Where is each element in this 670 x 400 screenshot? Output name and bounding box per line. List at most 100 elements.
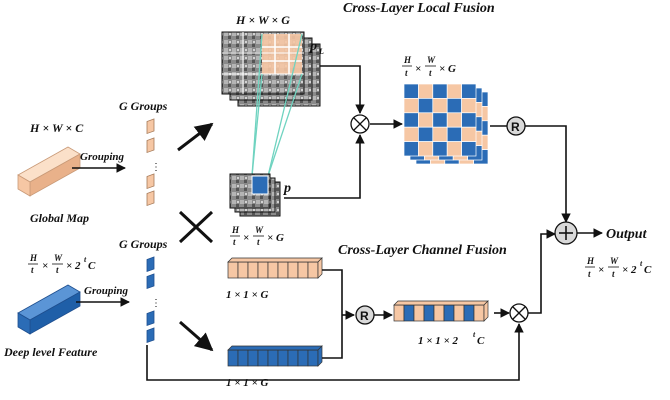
- channel-vector-merged: [393, 300, 489, 322]
- vec-bottom-cell: [307, 349, 319, 367]
- vec-bottom-cell: [277, 349, 289, 367]
- checker-cell: [432, 126, 448, 142]
- vec-merged-cell-side: [483, 300, 489, 322]
- channel-vector-top: [227, 257, 323, 279]
- vec-merged-cell: [433, 304, 445, 322]
- arrow-pl-to-multiply: [320, 65, 365, 114]
- svg-text:×: ×: [415, 63, 421, 75]
- checker-cell: [446, 126, 462, 142]
- checker-cell: [432, 112, 448, 128]
- vec-bottom-dim: 1 × 1 × G: [226, 377, 269, 389]
- vec-top-cell: [307, 261, 319, 279]
- vec-top-cell: [247, 261, 259, 279]
- svg-text:H: H: [586, 256, 595, 266]
- svg-text:L: L: [318, 47, 324, 56]
- small-feature-stack: [229, 173, 281, 217]
- output-label: Output: [606, 227, 648, 242]
- deep-feature-dim-label: H t × W t × 2 t C: [28, 253, 96, 275]
- vec-top-cell-side: [317, 257, 323, 279]
- vec-top-cell: [267, 261, 279, 279]
- checker-cell: [418, 83, 434, 99]
- vec-bottom-cell: [297, 349, 309, 367]
- vec-merged-cell: [473, 304, 485, 322]
- grouping-label-bottom: Grouping: [84, 285, 129, 297]
- svg-text:H: H: [403, 55, 412, 65]
- svg-text:R: R: [511, 120, 520, 134]
- svg-text:t: t: [473, 330, 476, 339]
- vec-merged-cell-top: [393, 300, 489, 306]
- checker-cell: [461, 83, 477, 99]
- checker-cell: [418, 126, 434, 142]
- add-op: [554, 221, 578, 245]
- svg-text:H: H: [231, 225, 240, 235]
- svg-text:t: t: [56, 265, 59, 275]
- vec-top-cell: [257, 261, 269, 279]
- checker-cell: [446, 83, 462, 99]
- output-dim: H t × W t × 2 t C: [585, 256, 652, 279]
- svg-text:× 2: × 2: [622, 264, 637, 276]
- arrow-channel-to-add: [528, 229, 556, 314]
- checker-cell: [432, 83, 448, 99]
- vec-bottom-cell: [247, 349, 259, 367]
- svg-text:C: C: [644, 264, 652, 276]
- svg-text:C: C: [88, 260, 96, 272]
- vec-top-dim: 1 × 1 × G: [226, 289, 269, 301]
- checker-cell: [461, 98, 477, 114]
- svg-text:t: t: [405, 68, 408, 78]
- checker-cell: [403, 98, 419, 114]
- svg-text:p: p: [309, 39, 317, 54]
- vec-bottom-cell-side: [317, 345, 323, 367]
- vec-top-cell: [237, 261, 249, 279]
- group-chunks-top: ⋮: [146, 118, 161, 207]
- svg-text:C: C: [477, 335, 485, 347]
- global-map-cuboid: [17, 146, 81, 197]
- svg-text:× 2: × 2: [66, 260, 81, 272]
- checker-cell: [403, 126, 419, 142]
- vec-bottom-cell: [237, 349, 249, 367]
- vec-bottom-cell: [267, 349, 279, 367]
- checker-cell: [418, 112, 434, 128]
- rearrange-op-channel: R: [355, 305, 375, 325]
- multiply-op-local: [350, 114, 370, 134]
- checker-cell: [446, 112, 462, 128]
- deep-feature-cuboid: [17, 284, 81, 335]
- channel-fusion-title: Cross-Layer Channel Fusion: [338, 243, 507, 258]
- svg-text:W: W: [427, 55, 436, 65]
- svg-text:×: ×: [598, 264, 604, 276]
- vec-merged-cell: [443, 304, 455, 322]
- checker-cell: [403, 83, 419, 99]
- groups-label-bottom: G Groups: [119, 237, 168, 251]
- pl-label: p L: [309, 39, 324, 56]
- vec-top-cell: [277, 261, 289, 279]
- deep-feature-caption: Deep level Feature: [3, 345, 98, 359]
- svg-text:×: ×: [243, 232, 249, 244]
- local-output-checker: [403, 83, 489, 165]
- merged-dim: 1 × 1 × 2 t C: [418, 330, 485, 347]
- svg-text:W: W: [610, 256, 619, 266]
- vec-top-cell-top: [227, 257, 323, 263]
- vec-merged-cell: [403, 304, 415, 322]
- arrow-top-to-local: [177, 122, 214, 152]
- checker-cell: [446, 98, 462, 114]
- svg-text:H: H: [29, 253, 38, 263]
- vec-bottom-cell: [227, 349, 239, 367]
- svg-text:W: W: [54, 253, 63, 263]
- vec-top-cell: [287, 261, 299, 279]
- vec-bottom-cell: [287, 349, 299, 367]
- local-fusion-title: Cross-Layer Local Fusion: [343, 1, 495, 16]
- vec-merged-cell: [393, 304, 405, 322]
- arrow-bottom-skip: [146, 323, 524, 381]
- vec-top-cell: [297, 261, 309, 279]
- svg-text:t: t: [31, 265, 34, 275]
- cross-arrows: [178, 210, 214, 244]
- rearrange-op-top: R: [506, 116, 526, 136]
- multiply-op-channel: [509, 303, 529, 323]
- svg-text:×: ×: [42, 260, 48, 272]
- checker-cell: [403, 112, 419, 128]
- vec-bottom-cell: [257, 349, 269, 367]
- checker-cell: [418, 141, 434, 157]
- svg-text:W: W: [255, 225, 264, 235]
- arrow-bottom-to-vector: [179, 320, 214, 352]
- arrow-r-to-add: [525, 125, 571, 223]
